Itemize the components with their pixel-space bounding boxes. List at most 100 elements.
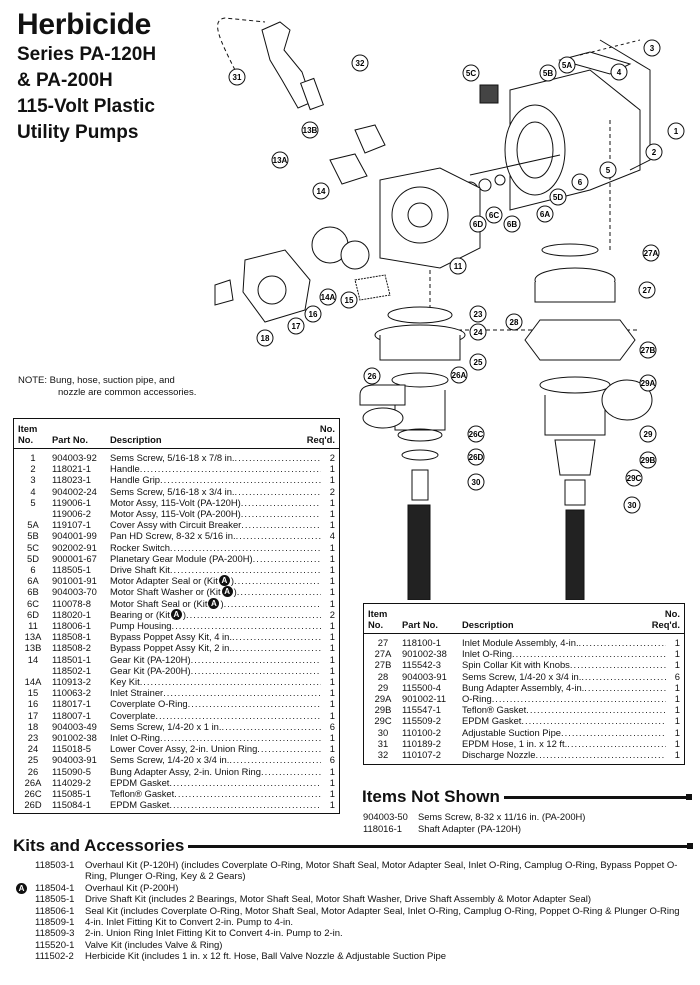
svg-text:30: 30: [472, 478, 481, 487]
part-no: 115542-3: [402, 659, 441, 671]
item-no: 6: [30, 564, 36, 576]
svg-text:6C: 6C: [489, 211, 499, 220]
callout-15: 15: [340, 291, 358, 309]
item-no: 16: [27, 698, 39, 710]
svg-text:6: 6: [578, 178, 583, 187]
item-no: 26C: [24, 788, 42, 800]
part-no: 118006-1: [52, 620, 91, 632]
description-text: Motor Shaft Washer or (Kit: [110, 586, 221, 598]
description-text: Gear Kit (PA-200H): [110, 664, 191, 676]
dot-leader: [186, 609, 321, 620]
description-text: Rocker Switch: [110, 541, 170, 553]
items-not-shown-heading: Items Not Shown: [362, 787, 500, 806]
description-text: Pump Housing: [110, 620, 172, 632]
kit-marker-cell: [13, 928, 35, 939]
part-no: 118100-1: [402, 637, 441, 648]
dot-leader: [579, 637, 666, 648]
qty-required: 1: [674, 693, 680, 705]
description: Discharge Nozzle: [458, 749, 666, 760]
part-no: 901002-11: [402, 693, 447, 705]
dot-leader: [232, 631, 321, 642]
callout-5b: 5B: [539, 64, 557, 82]
dot-leader: [561, 727, 666, 738]
description: EPDM Hose, 1 in. x 12 ft.: [458, 738, 666, 749]
description: Valve Kit (includes Valve & Ring): [85, 939, 223, 951]
description-text: Cover Assy with Circuit Breaker: [110, 519, 242, 531]
item-no: 17: [27, 709, 39, 721]
description: 4-in. Inlet Fitting Kit to Convert 2-in.…: [85, 917, 294, 929]
description-text: Motor Assy, 115-Volt (PA-120H): [110, 496, 241, 508]
item-no: 14: [27, 653, 39, 665]
part-no: 110913-2: [52, 676, 91, 688]
callout-30-right: 30: [623, 496, 641, 514]
item-no: 11: [28, 620, 38, 632]
description-text: Discharge Nozzle: [462, 749, 536, 761]
description-text: Sems Screw, 5/16-18 x 3/4 in.: [110, 485, 235, 497]
exploded-parts-diagram: 31 32 3 4 5A 5B 5C 1 2 5 13B 13A 14 6 5D…: [214, 17, 685, 600]
item-no: 29: [377, 681, 389, 693]
qty-required: 1: [674, 704, 680, 716]
part-no: 118506-1: [35, 905, 75, 917]
dot-leader: [229, 754, 321, 765]
kit-marker-cell: [13, 906, 35, 917]
item-no: 27A: [374, 648, 392, 660]
item-no: [18, 508, 48, 519]
svg-text:14: 14: [317, 187, 326, 196]
description: Sems Screw, 5/16-18 x 3/4 in.: [106, 486, 321, 497]
item-no: 31: [377, 737, 389, 749]
callout-5c: 5C: [462, 64, 480, 82]
item-no: 26D: [24, 799, 42, 811]
dot-leader: [188, 698, 321, 709]
dot-leader: [232, 642, 321, 653]
header-part: Part No.: [402, 619, 438, 630]
callout-28: 28: [505, 313, 523, 331]
part-no: 115520-1: [35, 939, 75, 951]
item-no: 4: [30, 485, 36, 497]
qty-required: 1: [329, 776, 335, 788]
title-line-2: Series PA-120H: [17, 44, 157, 65]
qty-required: 2: [329, 608, 335, 620]
description-text: Planetary Gear Module (PA-200H): [110, 552, 253, 564]
title-line-1: Herbicide: [17, 8, 152, 41]
kit-a-marker: A: [170, 608, 182, 620]
kit-a-marker: A: [16, 882, 27, 894]
qty-required: 1: [329, 687, 335, 699]
qty-required: 1: [329, 508, 335, 520]
svg-text:4: 4: [617, 68, 622, 77]
qty-required: 6: [674, 670, 680, 682]
qty-required: 1: [329, 743, 335, 755]
part-no: 118502-1: [52, 664, 91, 676]
description: Lower Cover Assy, 2-in. Union Ring: [106, 743, 321, 754]
item-no: 30: [377, 726, 389, 738]
description: Teflon® Gasket: [106, 788, 321, 799]
part-no: 115090-5: [52, 765, 91, 777]
item-no: 6D: [27, 608, 39, 620]
description: EPDM Gasket: [106, 777, 321, 788]
svg-text:27B: 27B: [641, 346, 656, 355]
kit-close: ): [220, 597, 224, 609]
item-no: 32: [377, 749, 389, 761]
kit-a-marker: A: [218, 575, 230, 587]
description: Sems Screw, 1/4-20 x 3/4 in.: [106, 754, 321, 765]
parts-table-2-header: Item No. Part No. Description No. Req'd.: [364, 604, 684, 634]
dot-leader: [570, 659, 666, 670]
callout-2: 2: [645, 143, 663, 161]
dot-leader: [492, 693, 666, 704]
description: Coverplate O-Ring: [106, 698, 321, 709]
qty-required: 1: [329, 564, 335, 576]
qty-required: 1: [674, 648, 680, 660]
item-no: 26A: [24, 776, 42, 788]
description-text: Teflon® Gasket: [462, 704, 527, 716]
